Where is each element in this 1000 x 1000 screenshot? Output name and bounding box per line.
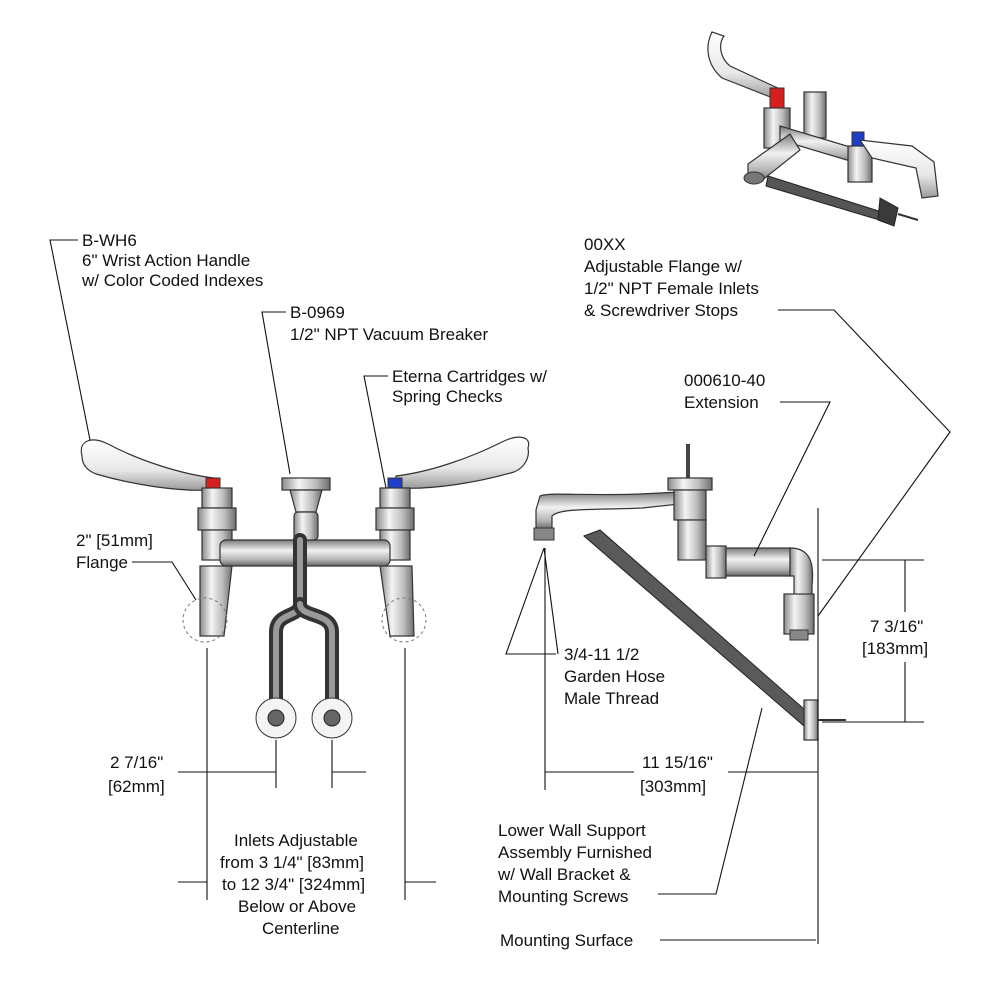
svg-text:[303mm]: [303mm] <box>640 777 706 796</box>
svg-text:[62mm]: [62mm] <box>108 777 165 796</box>
callout-wall-support: Lower Wall Support Assembly Furnished w/… <box>497 821 652 906</box>
right-wrist-handle <box>395 436 530 489</box>
left-wrist-handle <box>80 439 215 491</box>
callout-mounting-surface: Mounting Surface <box>500 931 633 950</box>
dimension-lines <box>178 508 924 944</box>
svg-text:Centerline: Centerline <box>262 919 340 938</box>
svg-text:Male Thread: Male Thread <box>564 689 659 708</box>
svg-text:& Screwdriver Stops: & Screwdriver Stops <box>584 301 738 320</box>
svg-text:00XX: 00XX <box>584 235 626 254</box>
svg-text:Inlets Adjustable: Inlets Adjustable <box>234 831 358 850</box>
svg-text:2" [51mm]: 2" [51mm] <box>76 531 153 550</box>
svg-text:[183mm]: [183mm] <box>862 639 928 658</box>
svg-text:1/2" NPT Vacuum Breaker: 1/2" NPT Vacuum Breaker <box>290 325 488 344</box>
dim-inlets-adjustable: Inlets Adjustable from 3 1/4" [83mm] to … <box>220 831 365 938</box>
callout-extension: 000610-40 Extension <box>684 371 765 412</box>
svg-text:000610-40: 000610-40 <box>684 371 765 390</box>
svg-text:1/2" NPT Female Inlets: 1/2" NPT Female Inlets <box>584 279 759 298</box>
svg-text:Assembly Furnished: Assembly Furnished <box>498 843 652 862</box>
svg-text:to 12 3/4" [324mm]: to 12 3/4" [324mm] <box>222 875 365 894</box>
cold-index <box>387 477 403 489</box>
svg-text:w/ Color Coded Indexes: w/ Color Coded Indexes <box>81 271 263 290</box>
svg-text:7 3/16": 7 3/16" <box>870 617 923 636</box>
svg-text:3/4-11 1/2: 3/4-11 1/2 <box>564 645 639 664</box>
front-view-faucet <box>80 436 530 739</box>
svg-text:Garden Hose: Garden Hose <box>564 667 665 686</box>
isometric-faucet-thumbnail <box>707 31 939 227</box>
svg-text:B-WH6: B-WH6 <box>82 231 137 250</box>
callout-flange-left: 2" [51mm] Flange <box>76 531 153 572</box>
callout-cartridges: Eterna Cartridges w/ Spring Checks <box>392 367 547 406</box>
dim-spout-reach: 11 15/16" [303mm] <box>640 753 713 796</box>
svg-text:Lower Wall Support: Lower Wall Support <box>498 821 646 840</box>
svg-text:w/ Wall Bracket &: w/ Wall Bracket & <box>497 865 631 884</box>
hot-index <box>205 477 221 489</box>
svg-text:B-0969: B-0969 <box>290 303 345 322</box>
svg-text:Adjustable Flange w/: Adjustable Flange w/ <box>584 257 742 276</box>
svg-text:Eterna Cartridges w/: Eterna Cartridges w/ <box>392 367 547 386</box>
svg-text:Mounting Screws: Mounting Screws <box>498 887 628 906</box>
leader-lines <box>49 239 951 941</box>
svg-text:2 7/16": 2 7/16" <box>110 753 163 772</box>
side-view-faucet <box>533 444 846 741</box>
svg-text:Spring Checks: Spring Checks <box>392 387 503 406</box>
callout-flange-right: 00XX Adjustable Flange w/ 1/2" NPT Femal… <box>584 235 759 320</box>
svg-text:Extension: Extension <box>684 393 759 412</box>
callout-vacuum-breaker: B-0969 1/2" NPT Vacuum Breaker <box>290 303 488 344</box>
callout-hose-thread: 3/4-11 1/2 Garden Hose Male Thread <box>564 645 665 708</box>
callout-handle: B-WH6 6" Wrist Action Handle w/ Color Co… <box>81 231 263 290</box>
svg-text:11 15/16": 11 15/16" <box>642 753 713 772</box>
svg-text:from 3 1/4" [83mm]: from 3 1/4" [83mm] <box>220 853 364 872</box>
dim-height: 7 3/16" [183mm] <box>862 617 928 658</box>
dim-inlet-offset: 2 7/16" [62mm] <box>108 753 165 796</box>
svg-text:Below or Above: Below or Above <box>238 897 356 916</box>
svg-text:6" Wrist Action Handle: 6" Wrist Action Handle <box>82 251 250 270</box>
svg-text:Mounting Surface: Mounting Surface <box>500 931 633 950</box>
svg-text:Flange: Flange <box>76 553 128 572</box>
